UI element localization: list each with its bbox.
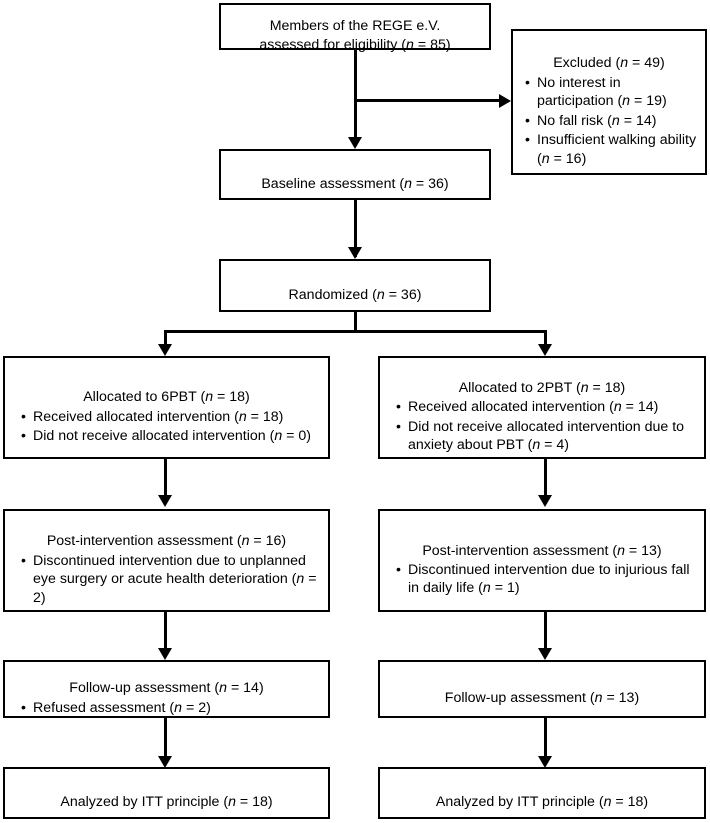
node-allocated-right: Allocated to 2PBT (n = 18) Received allo… (378, 356, 706, 459)
node-followup-left: Follow-up assessment (n = 14) Refused as… (3, 660, 330, 718)
connector-randomized-split (164, 330, 547, 333)
list-item: Discontinued intervention due to unplann… (19, 552, 322, 607)
list-item: Did not receive allocated intervention d… (394, 418, 698, 455)
node-followup-right: Follow-up assessment (n = 13) (378, 660, 706, 718)
node-post-left-title: Post-intervention assessment (n = 16) (46, 533, 287, 550)
node-followup-right-title: Follow-up assessment (n = 13) (444, 690, 640, 706)
connector-post-to-followup-right (544, 611, 547, 656)
list-item: No fall risk (n = 14) (523, 112, 699, 131)
connector-enrollment-to-excluded (354, 99, 504, 102)
list-item: Received allocated intervention (n = 14) (394, 398, 698, 417)
list-item: Received allocated intervention (n = 18) (19, 408, 322, 427)
arrowhead-randomized (348, 247, 362, 259)
node-post-left-bullets: Discontinued intervention due to unplann… (5, 551, 328, 607)
node-analyzed-left: Analyzed by ITT principle (n = 18) (3, 767, 330, 819)
list-item: Refused assessment (n = 2) (19, 699, 322, 718)
connector-randomized-trunk (354, 311, 357, 333)
list-item: No interest in participation (n = 19) (523, 74, 699, 111)
node-followup-left-bullets: Refused assessment (n = 2) (5, 698, 328, 718)
node-allocated-left: Allocated to 6PBT (n = 18) Received allo… (3, 356, 330, 459)
connector-baseline-to-randomized (354, 199, 357, 257)
connector-split-left (164, 330, 167, 352)
node-excluded: Excluded (n = 49) No interest in partici… (511, 29, 707, 175)
arrowhead-analyzed-left (158, 756, 172, 768)
arrowhead-baseline (348, 137, 362, 149)
node-excluded-title: Excluded (n = 49) (553, 55, 665, 72)
list-item: Did not receive allocated intervention (… (19, 427, 322, 446)
node-enrollment-title: Members of the REGE e.V.assessed for eli… (259, 18, 451, 53)
node-allocated-right-title: Allocated to 2PBT (n = 18) (458, 379, 626, 396)
node-excluded-bullets: No interest in participation (n = 19) No… (513, 73, 705, 168)
arrowhead-excluded (499, 94, 511, 108)
arrowhead-post-left (158, 495, 172, 507)
node-analyzed-right: Analyzed by ITT principle (n = 18) (378, 767, 706, 819)
connector-enrollment-to-baseline (354, 49, 357, 146)
node-allocated-left-title: Allocated to 6PBT (n = 18) (83, 389, 250, 406)
list-item: Insufficient walking ability (n = 16) (523, 131, 699, 168)
node-randomized: Randomized (n = 36) (219, 259, 491, 312)
list-item: Discontinued intervention due to injurio… (394, 561, 698, 598)
node-post-right-title: Post-intervention assessment (n = 13) (422, 542, 662, 559)
node-followup-left-title: Follow-up assessment (n = 14) (69, 680, 264, 697)
arrowhead-post-right (538, 495, 552, 507)
node-post-right: Post-intervention assessment (n = 13) Di… (378, 509, 706, 612)
connector-post-to-followup-left (164, 611, 167, 656)
node-baseline: Baseline assessment (n = 36) (219, 149, 491, 200)
connector-split-right (544, 330, 547, 352)
node-baseline-title: Baseline assessment (n = 36) (261, 175, 449, 192)
node-randomized-title: Randomized (n = 36) (288, 286, 422, 303)
node-enrollment: Members of the REGE e.V.assessed for eli… (219, 3, 491, 53)
arrowhead-analyzed-right (538, 756, 552, 768)
node-allocated-left-bullets: Received allocated intervention (n = 18)… (5, 407, 328, 446)
arrowhead-allocated-left (158, 344, 172, 356)
arrowhead-followup-right (538, 648, 552, 660)
connector-allocated-to-post-left (164, 458, 167, 503)
node-analyzed-right-title: Analyzed by ITT principle (n = 18) (435, 794, 649, 810)
node-post-left: Post-intervention assessment (n = 16) Di… (3, 509, 330, 612)
connector-followup-to-analyzed-right (544, 717, 547, 764)
connector-allocated-to-post-right (544, 458, 547, 503)
arrowhead-followup-left (158, 648, 172, 660)
connector-followup-to-analyzed-left (164, 717, 167, 764)
arrowhead-allocated-right (538, 344, 552, 356)
node-analyzed-left-title: Analyzed by ITT principle (n = 18) (60, 794, 273, 810)
node-post-right-bullets: Discontinued intervention due to injurio… (380, 560, 704, 598)
node-allocated-right-bullets: Received allocated intervention (n = 14)… (380, 397, 704, 454)
